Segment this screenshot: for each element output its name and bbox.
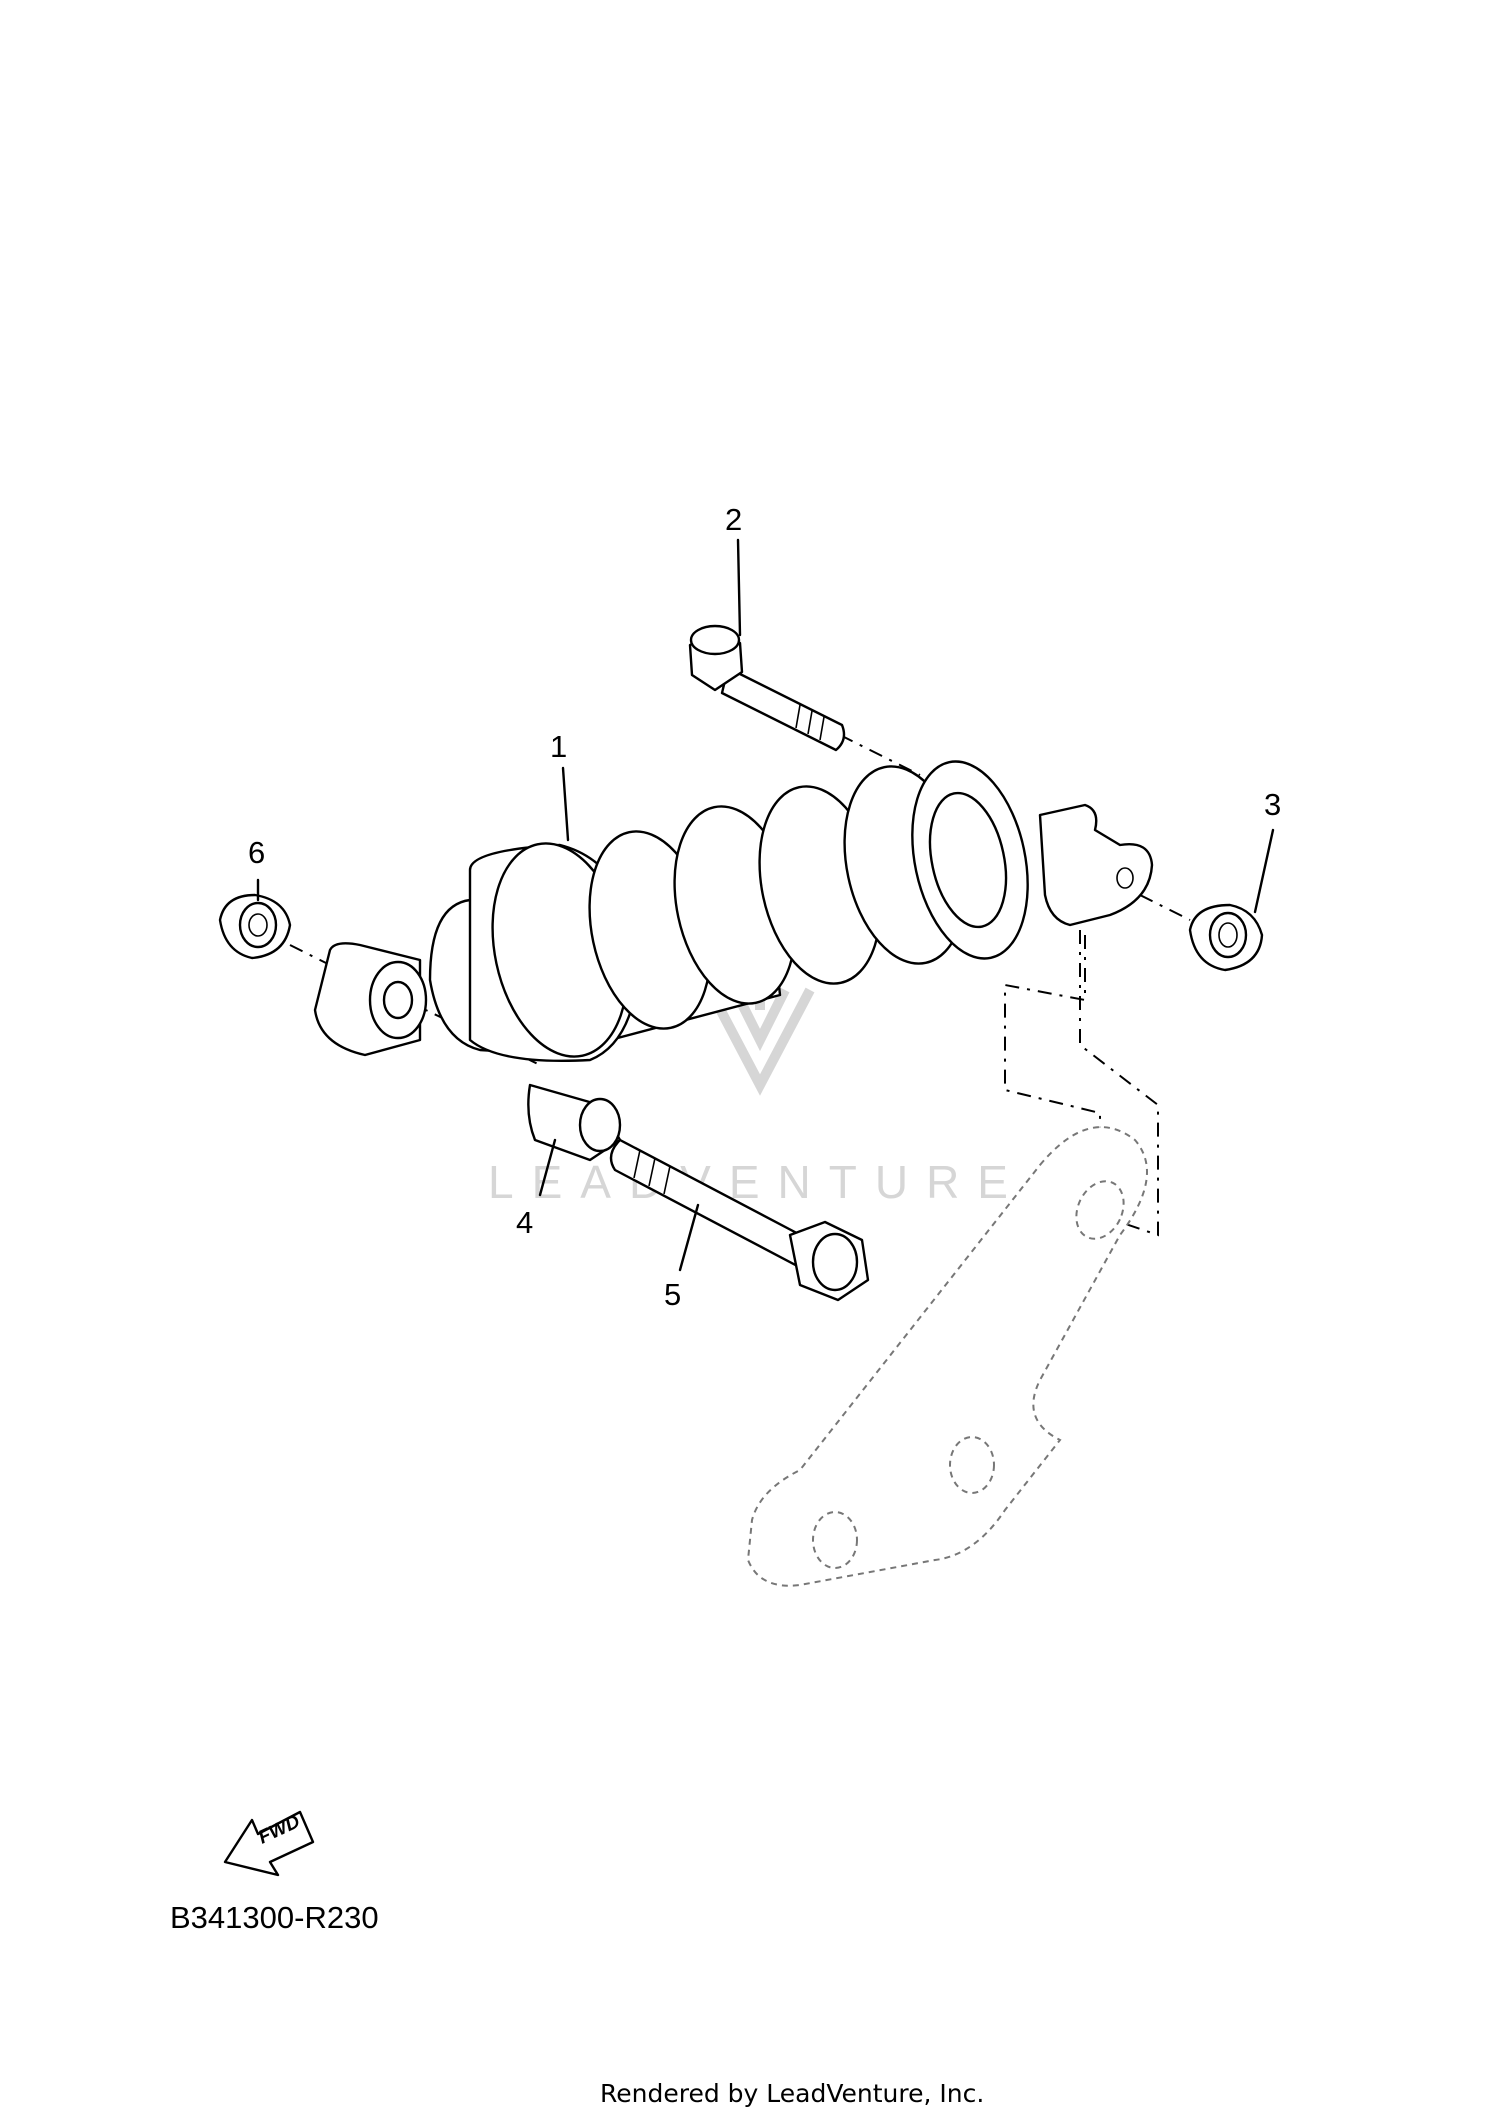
forward-arrow: FWD bbox=[223, 1810, 315, 1877]
nut-6 bbox=[218, 893, 292, 960]
callout-1: 1 bbox=[550, 729, 567, 764]
callouts: 2 1 3 6 4 5 bbox=[248, 502, 1281, 1312]
callout-6: 6 bbox=[248, 835, 265, 870]
render-credit: Rendered by LeadVenture, Inc. bbox=[600, 2079, 984, 2108]
bolt-5 bbox=[609, 1138, 870, 1302]
callout-5: 5 bbox=[664, 1277, 681, 1312]
bolt-2 bbox=[688, 624, 846, 752]
relay-arm-ghost bbox=[746, 1126, 1148, 1587]
callout-2: 2 bbox=[725, 502, 742, 537]
nut-3 bbox=[1188, 903, 1264, 972]
collar-4 bbox=[527, 1083, 622, 1162]
watermark-text: LEADVENTURE bbox=[488, 1156, 1026, 1208]
callout-3: 3 bbox=[1264, 787, 1281, 822]
watermark: LEADVENTURE bbox=[488, 960, 1026, 1208]
part-code: B341300-R230 bbox=[170, 1900, 379, 1935]
leader-lines bbox=[256, 538, 1275, 1272]
callout-4: 4 bbox=[516, 1205, 533, 1240]
shock-absorber bbox=[313, 760, 1154, 1063]
